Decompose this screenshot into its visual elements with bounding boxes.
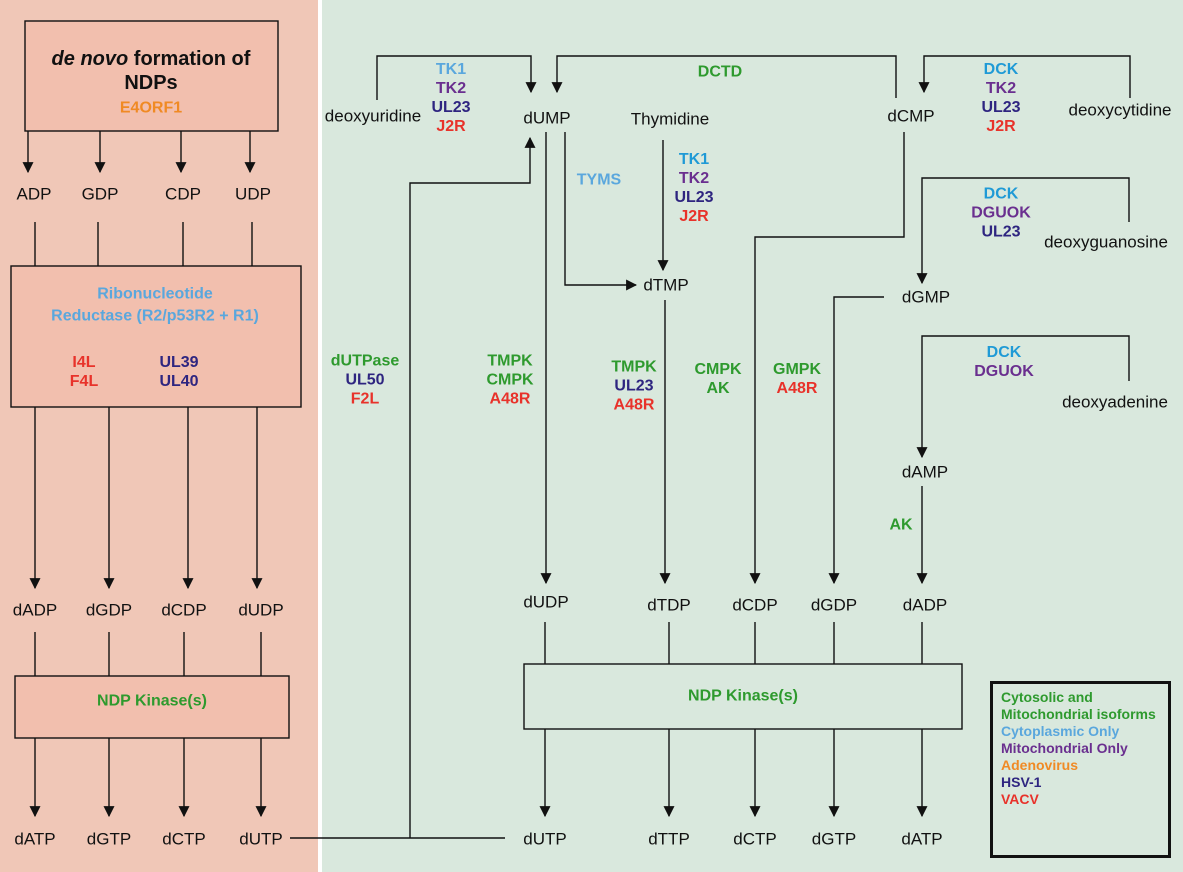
legend-cytoplasmic: Cytoplasmic Only — [1001, 723, 1120, 739]
dcmp-kinase-enzymes: CMPK AK — [694, 361, 742, 397]
dadp-node-right: dADP — [902, 595, 948, 615]
legend-vacv: VACV — [1001, 791, 1039, 807]
damp-node: dAMP — [901, 462, 949, 482]
ak-label: AK — [889, 516, 913, 534]
tyms-label: TYMS — [576, 171, 622, 189]
dutp-node-right: dUTP — [523, 829, 567, 849]
thymidine-node: Thymidine — [630, 109, 710, 129]
dgdp-node-right: dGDP — [810, 595, 858, 615]
dgmp-kinase-enzymes: GMPK A48R — [773, 361, 821, 397]
legend-mitochondrial: Mitochondrial Only — [1001, 740, 1128, 756]
dctd-label: DCTD — [697, 63, 743, 81]
e4orf1-label: E4ORF1 — [119, 99, 183, 117]
datp-node-left: dATP — [14, 829, 56, 849]
dgtp-node-right: dGTP — [811, 829, 857, 849]
legend-hsv1: HSV-1 — [1001, 774, 1042, 790]
color-legend: Cytosolic and Mitochondrial isoforms Cyt… — [990, 681, 1171, 858]
dgtp-node-left: dGTP — [86, 829, 132, 849]
dcmp-node: dCMP — [887, 106, 935, 126]
ndp-kinase-label-left: NDP Kinase(s) — [97, 692, 207, 710]
de-novo-title: de novo formation of — [51, 48, 251, 70]
thymidine-enzymes: TK1 TK2 UL23 J2R — [674, 151, 714, 225]
dcdp-node-right: dCDP — [732, 595, 778, 615]
dutpase-enzymes: dUTPase UL50 F2L — [330, 352, 400, 408]
dttp-node-right: dTTP — [648, 829, 690, 849]
deoxyuridine-enzymes: TK1 TK2 UL23 J2R — [431, 61, 471, 135]
deoxycytidine-enzymes: DCK TK2 UL23 J2R — [981, 61, 1021, 135]
ndp-kinase-label-right: NDP Kinase(s) — [688, 687, 798, 705]
deoxyadenine-enzymes: DCK DGUOK — [974, 344, 1034, 380]
datp-node-right: dATP — [901, 829, 943, 849]
legend-adenovirus: Adenovirus — [1001, 757, 1079, 773]
dump-kinase-enzymes: TMPK CMPK A48R — [486, 352, 534, 408]
deoxyguanosine-enzymes: DCK DGUOK UL23 — [971, 185, 1031, 241]
de-novo-title-line2: NDPs — [124, 72, 178, 94]
dudp-node-left: dUDP — [238, 600, 284, 620]
adp-node: ADP — [16, 184, 52, 204]
dgdp-node-left: dGDP — [85, 600, 133, 620]
dtdp-node-right: dTDP — [647, 595, 691, 615]
dutp-node-left: dUTP — [239, 829, 283, 849]
dtmp-node: dTMP — [643, 275, 689, 295]
rnr-label-line2: Reductase (R2/p53R2 + R1) — [51, 307, 259, 325]
gdp-node: GDP — [81, 184, 119, 204]
de-novo-box — [24, 20, 279, 132]
deoxyadenine-node: deoxyadenine — [1062, 392, 1168, 412]
dump-node: dUMP — [523, 108, 571, 128]
dgmp-node: dGMP — [901, 287, 951, 307]
ndp-kinase-box-right — [523, 663, 963, 730]
deoxyuridine-node: deoxyuridine — [324, 106, 422, 126]
udp-node: UDP — [235, 184, 271, 204]
dudp-node-right: dUDP — [523, 592, 569, 612]
dadp-node-left: dADP — [12, 600, 58, 620]
dtmp-kinase-enzymes: TMPK UL23 A48R — [611, 358, 657, 414]
ndp-kinase-box-left — [14, 675, 290, 739]
dctp-node-left: dCTP — [162, 829, 206, 849]
rnr-box — [10, 265, 302, 408]
deoxycytidine-node: deoxycytidine — [1068, 100, 1172, 120]
dcdp-node-left: dCDP — [161, 600, 207, 620]
dctp-node-right: dCTP — [733, 829, 777, 849]
deoxyguanosine-node: deoxyguanosine — [1044, 232, 1168, 252]
legend-cytosolic-line2: Mitochondrial isoforms — [1001, 706, 1156, 722]
cdp-node: CDP — [165, 184, 201, 204]
legend-cytosolic-line1: Cytosolic and — [1001, 689, 1093, 705]
rnr-label-line1: Ribonucleotide — [97, 285, 213, 303]
